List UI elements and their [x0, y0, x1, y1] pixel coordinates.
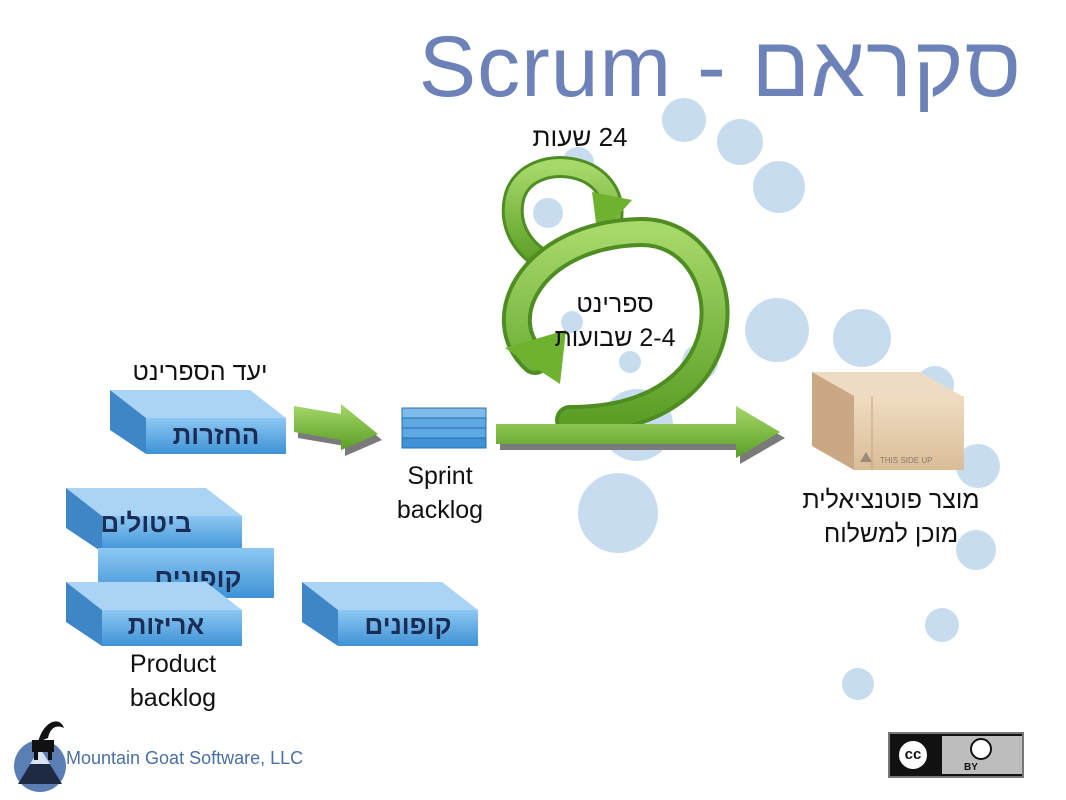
daily-label: 24 שעות [532, 122, 628, 152]
sprint-loop-arrow [501, 216, 730, 435]
sprint-label: ספרינט 2-4 שבועות [530, 288, 700, 356]
product-backlog-item: ביטולים [66, 488, 242, 554]
product-backlog-item: אריזות [66, 582, 242, 648]
sprint-backlog-stack [401, 407, 487, 449]
person-icon [970, 738, 992, 760]
sprint-label-line2: 2-4 שבועות [554, 323, 676, 352]
product-backlog-label-line2: backlog [129, 683, 217, 712]
sprint-goal-text: החזרות [172, 420, 260, 450]
product-backlog-item-shape [66, 582, 242, 646]
sprint-backlog-label-line2: backlog [396, 495, 484, 524]
product-backlog-label: Product backlog [100, 648, 246, 716]
sprint-goal-block: החזרות [110, 390, 286, 456]
page-title: Scrum - סקראם [418, 19, 1022, 115]
daily-loop-arrow [501, 156, 632, 273]
product-backlog-item-text: ביטולים [100, 508, 192, 538]
license-badge: cc BY [888, 732, 1024, 778]
by-label: BY [964, 762, 978, 773]
side-block: קופונים [302, 582, 478, 648]
goat-logo-icon [14, 721, 66, 792]
side-block-text: קופונים [364, 610, 452, 640]
sprint-backlog-label-line1: Sprint [407, 462, 473, 490]
sprint-goal-label: יעד הספרינט [132, 358, 268, 386]
footer-company: Mountain Goat Software, LLC [66, 748, 304, 768]
product-backlog-item-text: אריזות [127, 610, 205, 640]
product-box [812, 372, 964, 470]
sprint-label-line1: ספרינט [576, 290, 654, 318]
product-label-line1: מוצר פוטנציאלית [802, 486, 980, 514]
side-block-shape [302, 582, 478, 646]
product-backlog-label-line1: Product [129, 650, 217, 678]
sprint-goal-block-shape [110, 390, 286, 454]
product-label-line2: מוכן למשלוח [823, 519, 959, 548]
box-print: THIS SIDE UP [880, 456, 933, 465]
product-backlog-item-shape [66, 488, 242, 552]
product-label: מוצר פוטנציאלית מוכן למשלוח [776, 484, 1006, 552]
main-flow-arrow [496, 406, 785, 464]
cc-icon: cc [896, 738, 930, 772]
goal-to-backlog-arrow [294, 404, 382, 456]
by-zone: BY [942, 736, 1022, 774]
sprint-backlog-label: Sprint backlog [380, 460, 500, 528]
